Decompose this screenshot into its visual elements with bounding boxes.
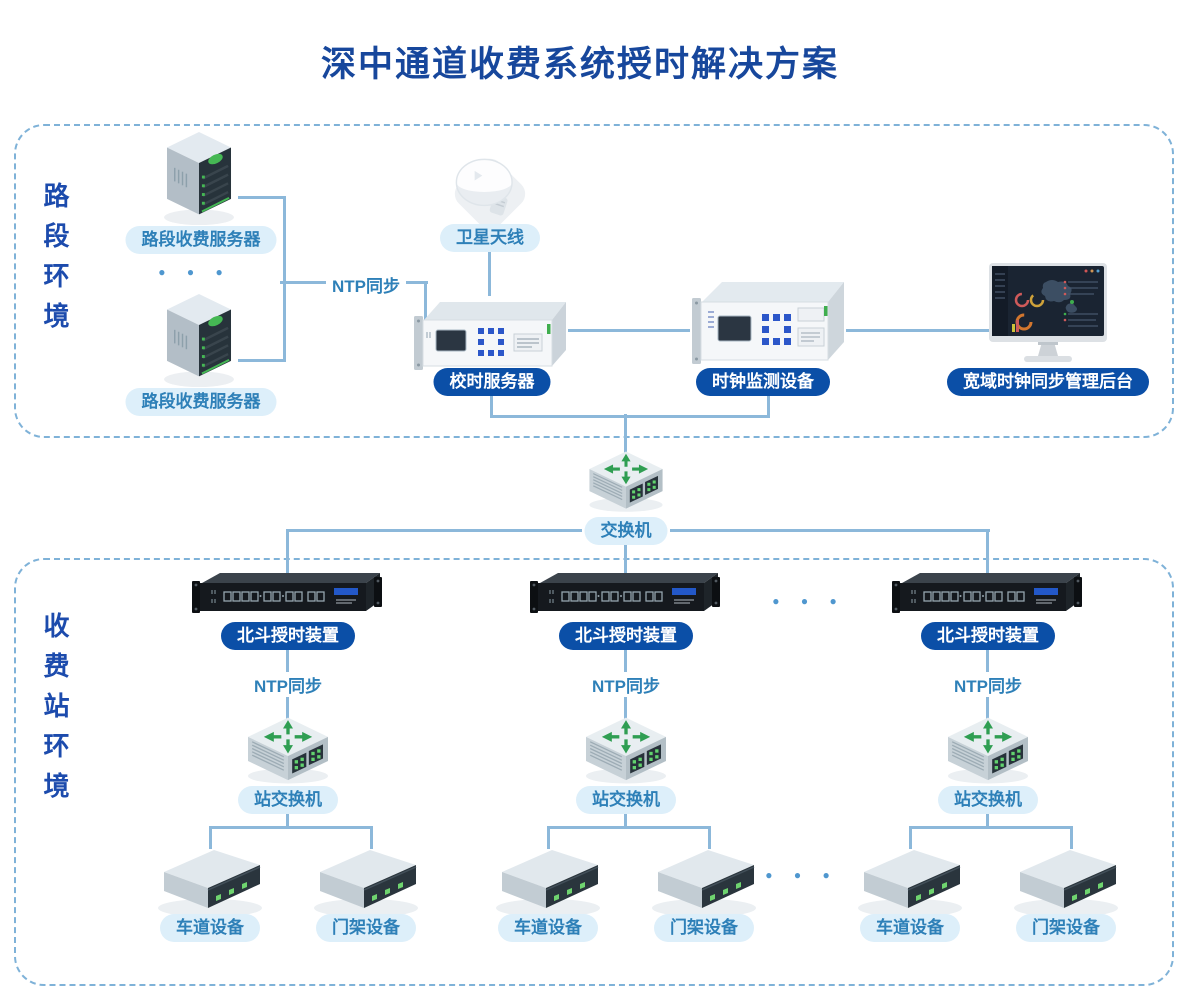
column3-ntp-connector-top bbox=[986, 650, 989, 674]
satellite-antenna-label: 卫星天线 bbox=[440, 224, 540, 252]
station-ntp-sync-label: NTP同步 bbox=[586, 672, 666, 697]
ntp-connector-right bbox=[404, 281, 428, 284]
station-switch-icon bbox=[580, 716, 672, 786]
lane-device-label: 车道设备 bbox=[860, 914, 960, 942]
road-zone-label: 路段环境 bbox=[40, 182, 70, 342]
station-switch-label: 站交换机 bbox=[576, 786, 676, 814]
core-switch-icon bbox=[584, 450, 668, 514]
gantry-device-icon bbox=[304, 844, 428, 920]
column3-feed-connector bbox=[986, 529, 989, 574]
beidou-timing-device-icon bbox=[890, 570, 1086, 622]
lane-device-icon bbox=[148, 844, 272, 920]
management-backend-label: 宽域时钟同步管理后台 bbox=[947, 368, 1149, 396]
station-ellipsis-bottom: ● ● ● bbox=[765, 868, 839, 882]
management-backend-monitor-icon bbox=[988, 262, 1108, 366]
lane-device-icon bbox=[848, 844, 972, 920]
road-zone-box bbox=[14, 124, 1174, 438]
page-title: 深中通道收费系统授时解决方案 bbox=[320, 45, 839, 84]
toll-server-top-label: 路段收费服务器 bbox=[125, 226, 277, 254]
column3-ntp-connector-bottom bbox=[986, 696, 989, 722]
column3-switch-drop bbox=[986, 812, 989, 828]
column1-switch-drop bbox=[286, 812, 289, 828]
ntp-connector-left bbox=[280, 281, 328, 284]
column2-feed-connector bbox=[624, 543, 627, 574]
clock-monitor-label: 时钟监测设备 bbox=[696, 368, 830, 396]
column2-devices-bracket bbox=[547, 826, 711, 849]
servers-bracket-connector bbox=[238, 196, 286, 362]
beidou-timing-device-icon bbox=[190, 570, 386, 622]
lane-device-label: 车道设备 bbox=[160, 914, 260, 942]
column2-switch-drop bbox=[624, 812, 627, 828]
clock-monitor-icon bbox=[688, 276, 848, 368]
column1-devices-bracket bbox=[209, 826, 373, 849]
monitor-backend-connector bbox=[846, 329, 992, 332]
toll-server-top-icon bbox=[160, 130, 238, 227]
column1-ntp-connector-bottom bbox=[286, 696, 289, 722]
station-switch-label: 站交换机 bbox=[238, 786, 338, 814]
station-switch-icon bbox=[242, 716, 334, 786]
station-ellipsis-top: ● ● ● bbox=[772, 594, 846, 608]
gantry-device-icon bbox=[1004, 844, 1128, 920]
station-zone-label: 收费站环境 bbox=[40, 612, 70, 812]
beidou-timing-device-icon bbox=[528, 570, 724, 622]
antenna-connector bbox=[488, 250, 491, 296]
road-ntp-sync-label: NTP同步 bbox=[326, 272, 406, 297]
station-switch-label: 站交换机 bbox=[938, 786, 1038, 814]
core-switch-drop-connector bbox=[624, 414, 627, 455]
column2-ntp-connector-top bbox=[624, 650, 627, 674]
core-switch-label: 交换机 bbox=[584, 517, 668, 545]
lane-device-label: 车道设备 bbox=[498, 914, 598, 942]
servers-ellipsis: ● ● ● bbox=[158, 265, 232, 279]
gantry-device-label: 门架设备 bbox=[1016, 914, 1116, 942]
beidou-timing-device-label: 北斗授时装置 bbox=[221, 622, 355, 650]
column1-ntp-connector-top bbox=[286, 650, 289, 674]
time-server-label: 校时服务器 bbox=[433, 368, 551, 396]
station-ntp-sync-label: NTP同步 bbox=[948, 672, 1028, 697]
column1-feed-connector bbox=[286, 529, 289, 574]
distribution-line-right bbox=[670, 529, 990, 532]
gantry-device-icon bbox=[642, 844, 766, 920]
distribution-line-left bbox=[288, 529, 582, 532]
gantry-device-label: 门架设备 bbox=[316, 914, 416, 942]
column2-ntp-connector-bottom bbox=[624, 696, 627, 722]
station-zone-box bbox=[14, 558, 1174, 986]
toll-server-bottom-icon bbox=[160, 292, 238, 389]
toll-server-bottom-label: 路段收费服务器 bbox=[125, 388, 277, 416]
lane-device-icon bbox=[486, 844, 610, 920]
beidou-timing-device-label: 北斗授时装置 bbox=[559, 622, 693, 650]
gantry-device-label: 门架设备 bbox=[654, 914, 754, 942]
timeserver-monitor-connector bbox=[568, 329, 690, 332]
beidou-timing-device-label: 北斗授时装置 bbox=[921, 622, 1055, 650]
station-switch-icon bbox=[942, 716, 1034, 786]
core-bracket-connector bbox=[490, 394, 770, 418]
ntp-connector-drop bbox=[424, 281, 427, 333]
station-ntp-sync-label: NTP同步 bbox=[248, 672, 328, 697]
time-server-icon bbox=[410, 294, 570, 374]
column3-devices-bracket bbox=[909, 826, 1073, 849]
